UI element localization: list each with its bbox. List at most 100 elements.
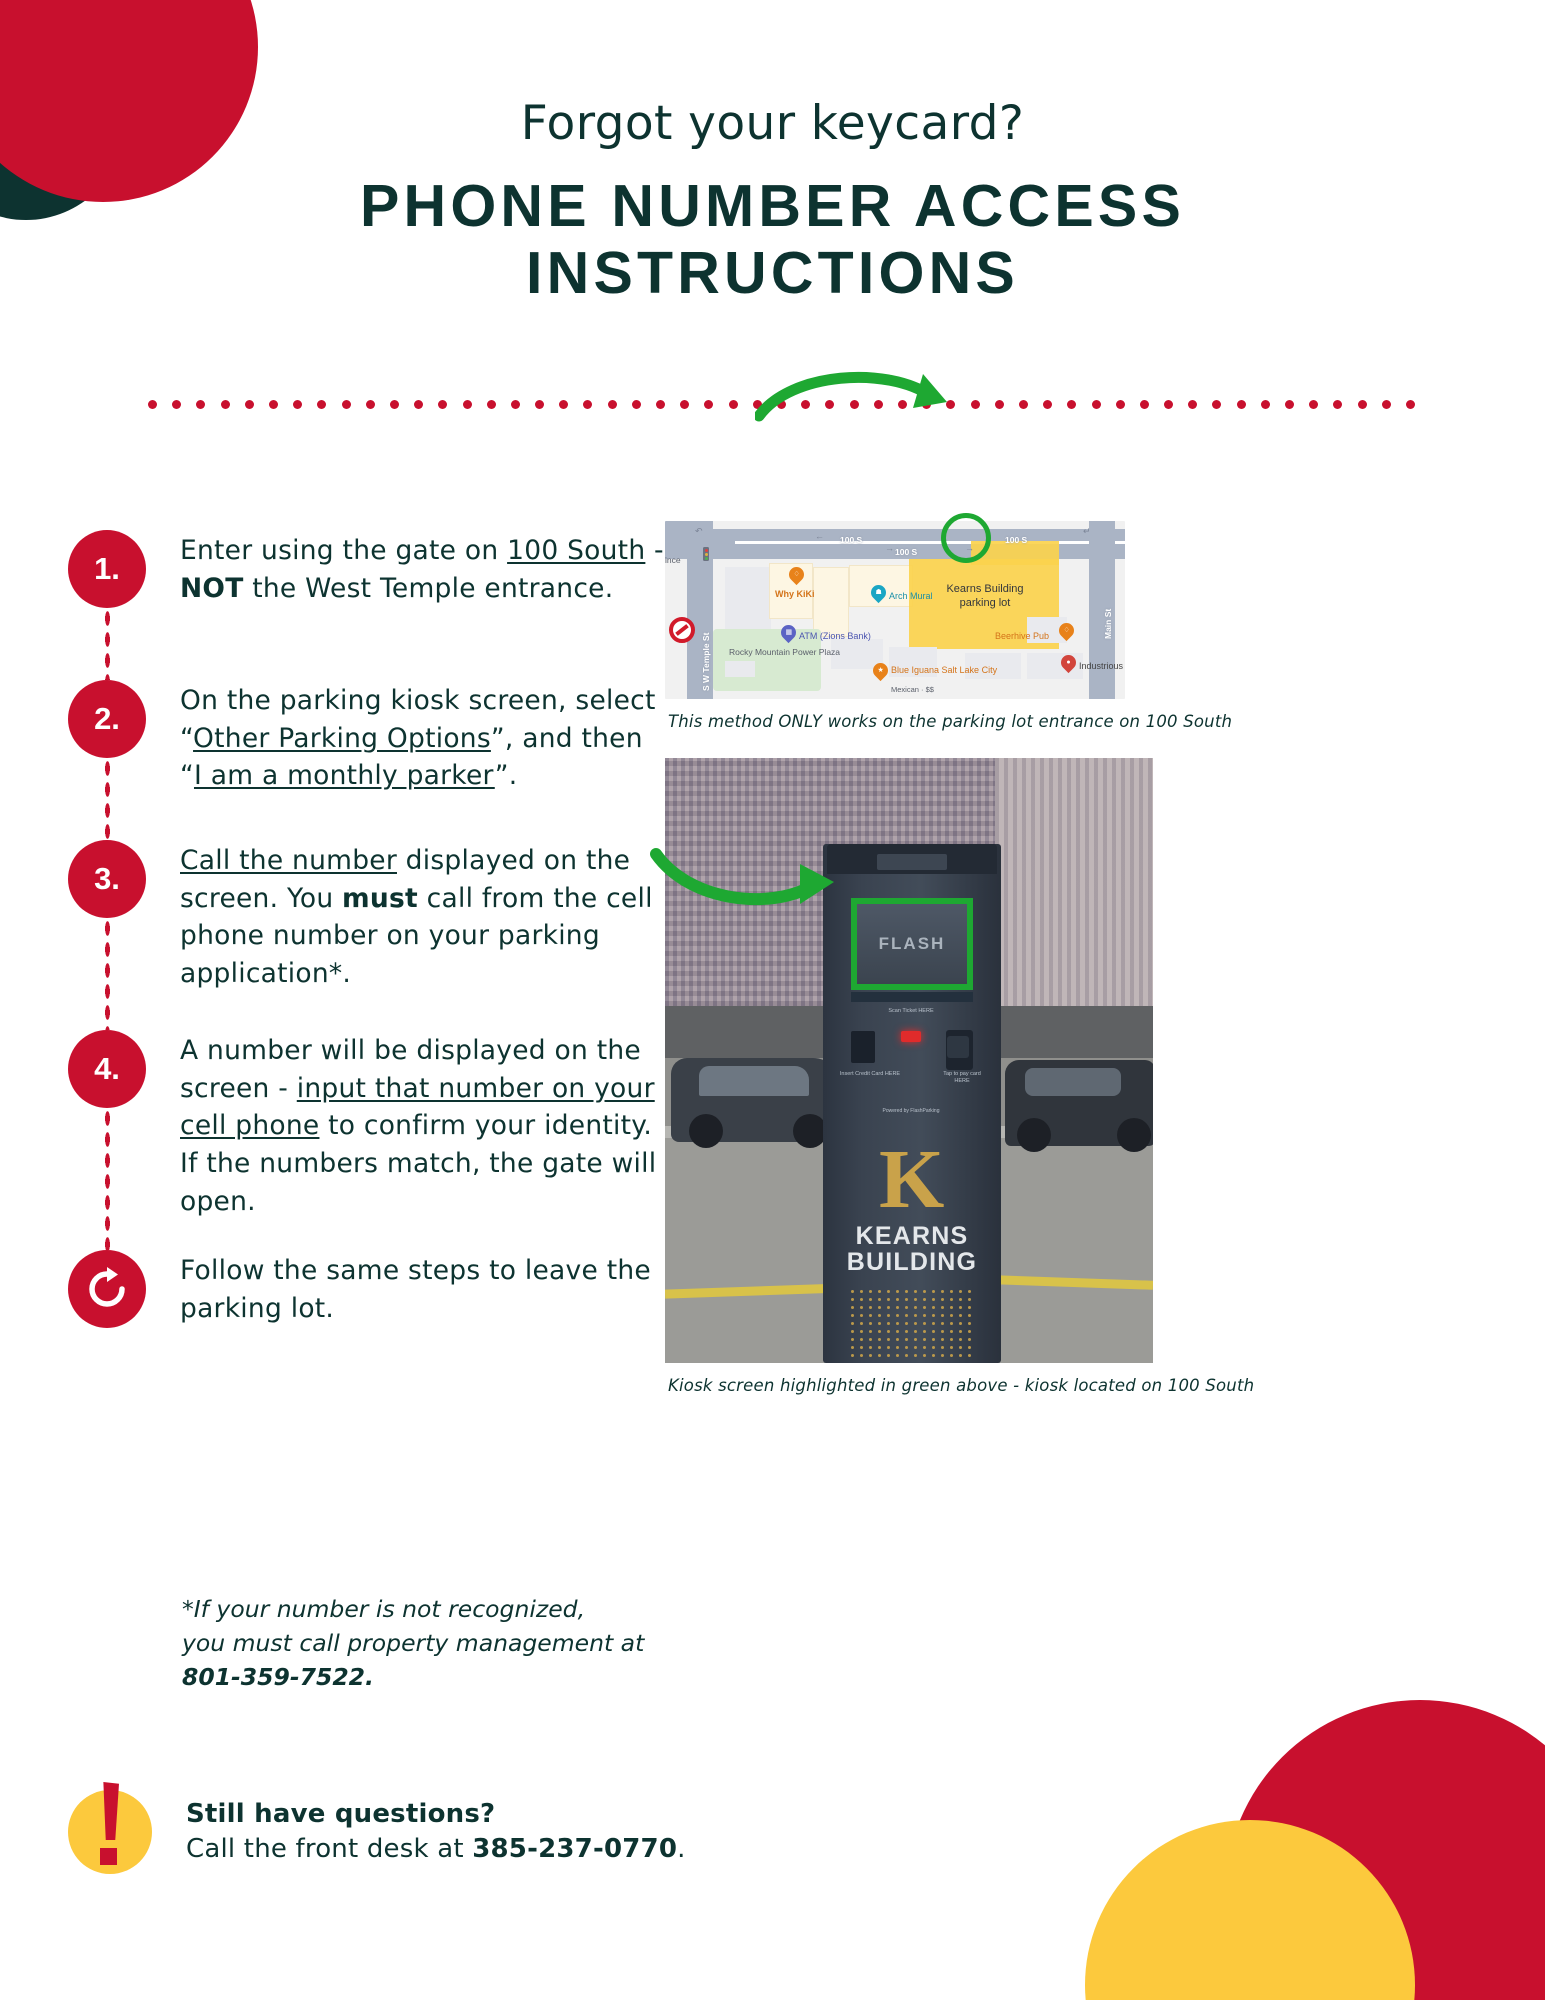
step-text: A number will be displayed on the screen… xyxy=(180,1030,668,1220)
kearns-brand-line1: KEARNS xyxy=(855,1222,969,1250)
divider-dot xyxy=(1236,400,1246,409)
step-text-part: call from the cell phone number on your … xyxy=(180,882,653,989)
kiosk-grid-dot xyxy=(923,1290,926,1293)
footnote-phone: 801-359-7522. xyxy=(182,1663,374,1692)
divider-dot xyxy=(1115,400,1125,409)
kiosk-grid-dot xyxy=(959,1306,962,1309)
kiosk-grid-dot xyxy=(878,1322,881,1325)
divider-dot xyxy=(1357,400,1367,409)
kiosk-grid-dot xyxy=(878,1298,881,1301)
kiosk-label-scan: Scan Ticket HERE xyxy=(888,1008,934,1014)
divider-dot xyxy=(849,400,859,409)
kiosk-grid-dot xyxy=(860,1330,863,1333)
kiosk-grid-dot xyxy=(905,1346,908,1349)
kiosk-grid-dot xyxy=(968,1354,971,1357)
step-connector-dots xyxy=(104,608,111,680)
page-title: PHONE NUMBER ACCESS INSTRUCTIONS xyxy=(0,173,1545,306)
kiosk-grid-dot xyxy=(914,1354,917,1357)
divider-dot xyxy=(1260,400,1270,409)
step-number-badge: 4. xyxy=(68,1030,146,1108)
kiosk-grid-dot xyxy=(968,1338,971,1341)
kiosk-card-slot[interactable] xyxy=(851,1031,875,1063)
kiosk-grid-dot xyxy=(896,1346,899,1349)
kiosk-grid-dot xyxy=(950,1314,953,1317)
kiosk-grid-dot xyxy=(851,1290,854,1293)
kiosk-grid-dot xyxy=(923,1314,926,1317)
kiosk-grid-dot xyxy=(914,1290,917,1293)
kiosk-grid-dot xyxy=(905,1314,908,1317)
divider-dot xyxy=(1067,400,1077,409)
kiosk-grid-dot xyxy=(878,1306,881,1309)
divider-dot xyxy=(244,400,254,409)
kiosk-grid-dot xyxy=(869,1346,872,1349)
divider-dot xyxy=(825,400,835,409)
kiosk-label-insert-card: Insert Credit Card HERE xyxy=(839,1071,901,1077)
kiosk-grid-dot xyxy=(860,1354,863,1357)
step-text-part: A number will be displayed on the screen… xyxy=(180,1035,641,1104)
divider-dot xyxy=(607,400,617,409)
kiosk-grid-dot xyxy=(914,1322,917,1325)
road-label-100s-left: 100 S xyxy=(840,535,863,545)
kiosk-grid-dot xyxy=(851,1346,854,1349)
kiosk-grid-dot xyxy=(941,1330,944,1333)
kiosk-grid-dot xyxy=(851,1330,854,1333)
map-caption: This method ONLY works on the parking lo… xyxy=(668,712,1233,731)
kiosk-screen[interactable]: FLASH xyxy=(857,904,967,984)
kiosk-red-led-icon xyxy=(901,1031,921,1042)
step-item-4: 4. A number will be displayed on the scre… xyxy=(68,1030,668,1220)
poi-label-why-kiki: Why KiKi xyxy=(775,589,815,599)
step-number-badge: 1. xyxy=(68,530,146,608)
kiosk-grid-dot xyxy=(968,1322,971,1325)
kiosk-grid-dot xyxy=(941,1290,944,1293)
divider-dot xyxy=(365,400,375,409)
kiosk-grid-dot xyxy=(950,1346,953,1349)
map-figure: Kearns Building parking lot 100 S 100 S … xyxy=(665,513,1125,699)
divider-dot xyxy=(559,400,569,409)
poi-label-rocky-mountain: Rocky Mountain Power Plaza xyxy=(729,647,841,657)
divider-dot xyxy=(994,400,1004,409)
header-eyebrow: Forgot your keycard? xyxy=(520,96,1025,151)
poi-label-blue-iguana: Blue Iguana Salt Lake City xyxy=(891,665,998,675)
step-text-part: On the parking kiosk screen, select “ xyxy=(180,685,656,754)
kiosk-photo[interactable]: FLASH Scan Ticket HERE Insert Credit Car… xyxy=(665,758,1153,1363)
step-text-part: displayed on the screen. You xyxy=(180,845,631,914)
kiosk-grid-dot xyxy=(914,1330,917,1333)
kiosk-grid-dot xyxy=(950,1354,953,1357)
kiosk-label-powered-by: Powered by FlashParking xyxy=(882,1108,940,1114)
kiosk-screen-under-strip xyxy=(851,992,973,1002)
kiosk-grid-dot xyxy=(851,1354,854,1357)
kiosk-grid-dot xyxy=(878,1330,881,1333)
kiosk-tap-pad[interactable] xyxy=(947,1036,969,1058)
road-corner-nw xyxy=(665,521,713,535)
kiosk-grid-dot xyxy=(968,1290,971,1293)
kiosk-grid-dot xyxy=(860,1306,863,1309)
step-number-badge: 3. xyxy=(68,840,146,918)
divider-dot xyxy=(1018,400,1028,409)
exclamation-dot xyxy=(100,1848,117,1865)
kiosk-grid-dot xyxy=(905,1330,908,1333)
step-text-part: input that number on your cell phone xyxy=(180,1072,655,1142)
footnote-line2: you must call property management at xyxy=(182,1629,645,1658)
kiosk-grid-dot xyxy=(896,1330,899,1333)
kiosk-grid-dot xyxy=(896,1298,899,1301)
kiosk-grid-dot xyxy=(914,1306,917,1309)
kiosk-grid-dot xyxy=(860,1290,863,1293)
map-image[interactable]: Kearns Building parking lot 100 S 100 S … xyxy=(665,521,1125,699)
kiosk-grid-dot xyxy=(905,1290,908,1293)
kiosk-grid-dot xyxy=(932,1354,935,1357)
divider-dot xyxy=(462,400,472,409)
kiosk-grid-dot xyxy=(950,1290,953,1293)
kiosk-grid-dot xyxy=(869,1338,872,1341)
kiosk-grid-dot xyxy=(887,1322,890,1325)
footnote: *If your number is not recognized, you m… xyxy=(182,1592,652,1694)
step-number-badge: 2. xyxy=(68,680,146,758)
divider-dot xyxy=(1285,400,1295,409)
step-text: Follow the same steps to leave the parki… xyxy=(180,1250,668,1327)
step-text-part: Follow the same steps to leave the parki… xyxy=(180,1255,651,1324)
divider-dot xyxy=(389,400,399,409)
footer-phone: 385-237-0770 xyxy=(472,1833,678,1864)
green-arrow-to-map xyxy=(755,371,947,422)
divider-dot xyxy=(1309,400,1319,409)
kiosk-grid-dot xyxy=(851,1314,854,1317)
place-pin-icon: ● xyxy=(1057,651,1080,675)
